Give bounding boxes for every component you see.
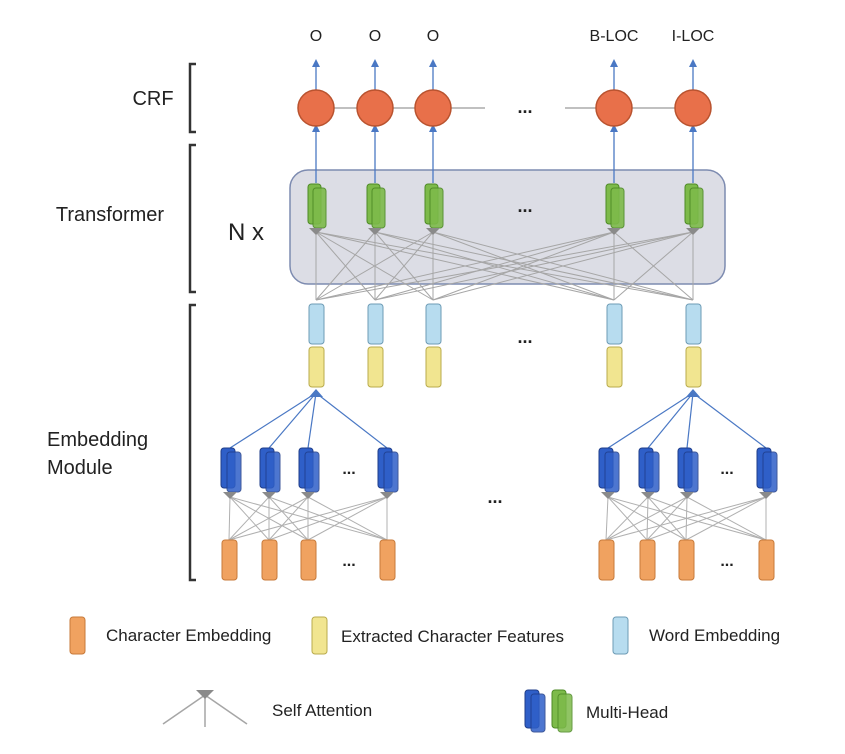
crf-nodes (297, 89, 712, 127)
transformer-ellipsis: ... (517, 196, 532, 216)
transformer-bracket (188, 143, 196, 294)
character-embedding-1-3 (300, 539, 317, 581)
feature-aggregation-arrows (229, 389, 767, 449)
output-tag-3: O (427, 28, 439, 45)
legend-extracted-features-label: Extracted Character Features (341, 627, 564, 646)
embedding-section-label-line2: Module (47, 457, 113, 479)
token-ellipsis: ... (517, 327, 532, 347)
character-embedding-2-3 (678, 539, 695, 581)
crf-node-5 (595, 89, 633, 127)
token-embeddings (308, 303, 702, 388)
legend-multihead-label: Multi-Head (586, 703, 668, 722)
self-attention-icon (162, 690, 248, 727)
embedding-head-2-1 (598, 447, 620, 499)
legend-self-attention-label: Self Attention (272, 701, 372, 720)
character-embedding-1-4 (379, 539, 396, 581)
legend-character-embedding-label: Character Embedding (106, 626, 271, 645)
transformer-head-3 (424, 183, 444, 235)
left-head-ellipsis: ... (342, 461, 355, 478)
embedding-head-1-3 (298, 447, 320, 499)
embedding-attention-lines (228, 496, 767, 541)
transformer-heads (307, 183, 704, 235)
repeat-label: N x (228, 219, 264, 246)
crf-node-6 (674, 89, 712, 127)
character-embedding-2-4 (758, 539, 775, 581)
legend-extracted-features-swatch (311, 616, 328, 655)
token-embedding-2 (367, 303, 384, 388)
legend-character-embedding-swatch (69, 616, 86, 655)
transformer-head-5 (684, 183, 704, 235)
token-embedding-3 (425, 303, 442, 388)
character-embedding-2-1 (598, 539, 615, 581)
embedding-heads (220, 447, 778, 499)
crf-node-1 (297, 89, 335, 127)
transformer-attention-lines (315, 231, 694, 301)
transformer-to-crf-arrows (312, 124, 697, 183)
character-embedding-1-1 (221, 539, 238, 581)
token-embedding-4 (606, 303, 623, 388)
middle-ellipsis: ... (487, 487, 502, 507)
embedding-head-2-2 (638, 447, 660, 499)
embedding-section-label-line1: Embedding (47, 429, 148, 451)
character-embedding-1-2 (261, 539, 278, 581)
section-brackets (188, 62, 196, 582)
embedding-head-1-1 (220, 447, 242, 499)
crf-node-2 (356, 89, 394, 127)
character-embedding-2-2 (639, 539, 656, 581)
transformer-section-label: Transformer (56, 204, 165, 226)
embedding-head-1-2 (259, 447, 281, 499)
right-char-ellipsis: ... (720, 553, 733, 570)
right-head-ellipsis: ... (720, 461, 733, 478)
output-tag-1: O (310, 28, 322, 45)
crf-output-arrows (312, 59, 697, 90)
character-embeddings (221, 539, 775, 581)
embedding-head-1-4 (377, 447, 399, 499)
transformer-head-1 (307, 183, 327, 235)
legend: Character Embedding Extracted Character … (69, 616, 780, 733)
crf-node-3 (414, 89, 452, 127)
embedding-bracket (188, 303, 196, 582)
legend-word-embedding-swatch (612, 616, 629, 655)
output-tag-6: I-LOC (672, 28, 715, 45)
output-tag-5: B-LOC (590, 28, 639, 45)
crf-ellipsis: ... (517, 97, 532, 117)
multihead-icon (524, 689, 573, 733)
transformer-head-2 (366, 183, 386, 235)
embedding-head-2-4 (756, 447, 778, 499)
token-embedding-5 (685, 303, 702, 388)
legend-word-embedding-label: Word Embedding (649, 626, 780, 645)
crf-section-label: CRF (132, 88, 173, 110)
left-char-ellipsis: ... (342, 553, 355, 570)
output-tag-2: O (369, 28, 381, 45)
crf-bracket (188, 62, 196, 134)
transformer-head-4 (605, 183, 625, 235)
embedding-head-2-3 (677, 447, 699, 499)
token-embedding-1 (308, 303, 325, 388)
output-tags: O O O B-LOC I-LOC (310, 28, 715, 45)
